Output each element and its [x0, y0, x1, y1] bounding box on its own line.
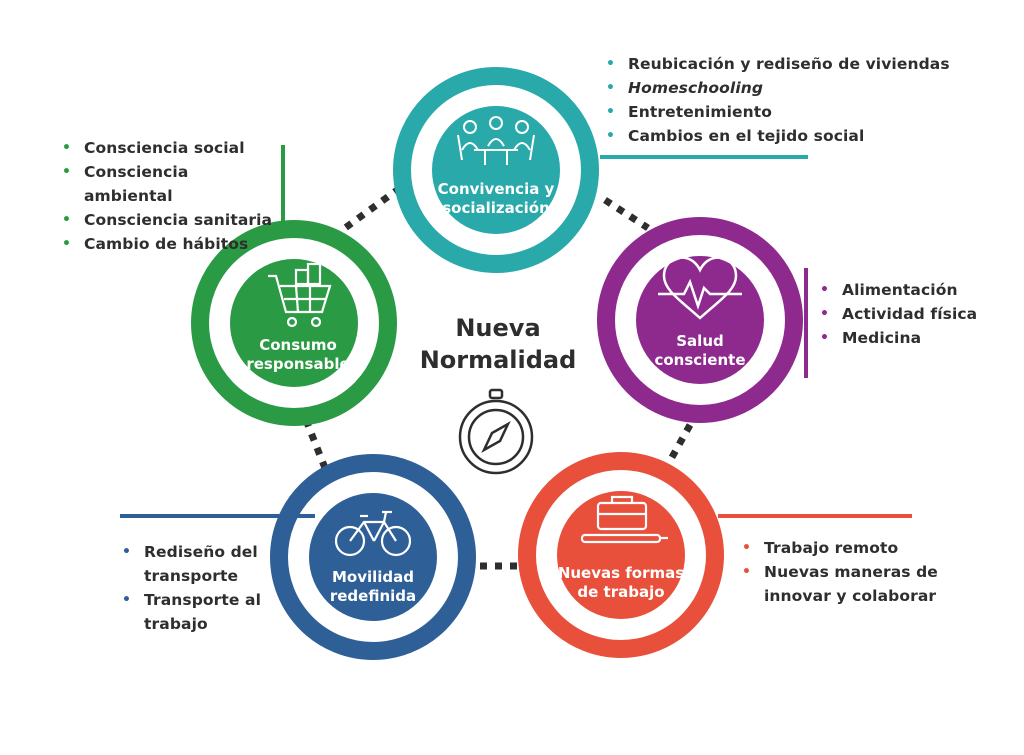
- convivencia-list: Reubicación y rediseño de viviendas Home…: [606, 52, 966, 148]
- list-item: Transporte al trabajo: [122, 588, 282, 636]
- bicycle-icon: [334, 510, 412, 557]
- list-item: Rediseño del transporte: [122, 540, 282, 588]
- list-item: Reubicación y rediseño de viviendas: [606, 52, 966, 76]
- heartbeat-icon: [658, 256, 742, 320]
- movilidad-circle: [270, 454, 476, 660]
- list-item: Homeschooling: [606, 76, 966, 100]
- trabajo-label-line1: Nuevas formas: [557, 564, 685, 582]
- consumo-label: Consumo responsable: [218, 336, 378, 374]
- consumo-list: Consciencia social Consciencia ambiental…: [62, 136, 282, 256]
- consumo-label-line2: responsable: [246, 355, 350, 373]
- convivencia-label: Convivencia y socialización: [416, 180, 576, 218]
- list-item: Actividad física: [820, 302, 1010, 326]
- movilidad-list: Rediseño del transporte Transporte al tr…: [122, 540, 282, 636]
- salud-label: Salud consciente: [620, 332, 780, 370]
- convivencia-label-line1: Convivencia y: [437, 180, 555, 198]
- list-item: Medicina: [820, 326, 1010, 350]
- list-item: Trabajo remoto: [742, 536, 952, 560]
- meeting-people-icon: [457, 116, 535, 165]
- consumo-circle: [191, 220, 397, 426]
- trabajo-circle: [518, 452, 724, 658]
- shopping-cart-icon: [268, 262, 332, 328]
- list-item: Entretenimiento: [606, 100, 966, 124]
- trabajo-label: Nuevas formas de trabajo: [541, 564, 701, 602]
- list-item: Consciencia ambiental: [62, 160, 282, 208]
- salud-list: Alimentación Actividad física Medicina: [820, 278, 1010, 350]
- list-item: Nuevas maneras de innovar y colaborar: [742, 560, 952, 608]
- briefcase-icon: [580, 495, 668, 544]
- dotted-connectors: [302, 185, 694, 570]
- trabajo-list: Trabajo remoto Nuevas maneras de innovar…: [742, 536, 952, 608]
- movilidad-label-line1: Movilidad: [331, 568, 415, 586]
- list-item: Alimentación: [820, 278, 1010, 302]
- center-title-line1: Nueva: [455, 314, 541, 342]
- convivencia-label-line2: socialización: [442, 199, 550, 217]
- compass-icon: [458, 388, 534, 475]
- list-item: Consciencia sanitaria: [62, 208, 282, 232]
- list-item: Cambio de hábitos: [62, 232, 282, 256]
- center-title-line2: Normalidad: [419, 346, 577, 374]
- salud-circle: [597, 217, 803, 423]
- trabajo-label-line2: de trabajo: [577, 583, 665, 601]
- salud-label-line2: consciente: [654, 351, 746, 369]
- list-item: Consciencia social: [62, 136, 282, 160]
- movilidad-label-line2: redefinida: [329, 587, 417, 605]
- list-item: Cambios en el tejido social: [606, 124, 966, 148]
- salud-label-line1: Salud: [676, 332, 724, 350]
- center-title: Nueva Normalidad: [398, 312, 598, 376]
- convivencia-circle: [393, 67, 599, 273]
- consumo-label-line1: Consumo: [259, 336, 337, 354]
- movilidad-label: Movilidad redefinida: [293, 568, 453, 606]
